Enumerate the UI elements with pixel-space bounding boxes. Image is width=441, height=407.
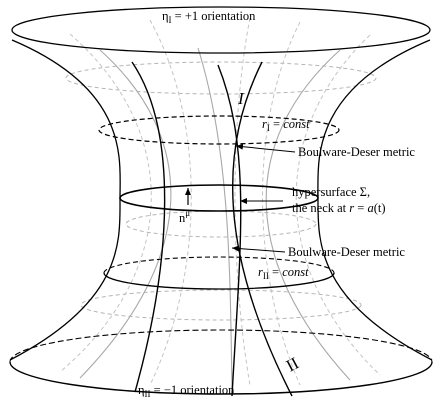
- dashed-meridian-5: [59, 33, 152, 373]
- gray-meridian-1: [79, 49, 172, 379]
- r-two-const-ring-front: [103, 272, 335, 290]
- bottom-rim-back: [9, 329, 433, 363]
- dashed-meridian-1: [149, 19, 192, 386]
- dashed-meridian-3: [262, 21, 301, 386]
- r-two-const-ring-back: [103, 256, 335, 274]
- dashed-ring-3: [80, 289, 362, 321]
- dashed-meridian-2: [234, 17, 251, 386]
- neck-ring: [119, 184, 319, 212]
- background-dashed-rings: [65, 61, 377, 321]
- r-one-const-ring: [98, 115, 340, 145]
- background-dashed-meridians: [59, 17, 381, 386]
- r-one-const-label: rI = const: [262, 117, 310, 133]
- top-orientation-label: ηI = +1 orientation: [162, 9, 256, 25]
- top-rim: [11, 6, 431, 54]
- dashed-ring-1: [65, 61, 377, 95]
- meridian-left: [131, 61, 166, 393]
- background-gray-meridians: [79, 47, 351, 389]
- hypersurface-label: hypersurface Σ,: [292, 185, 370, 199]
- lower-metric-label: Boulware-Deser metric: [288, 245, 405, 259]
- dashed-ring-2: [125, 210, 317, 238]
- r-two-const-label: rII = const: [258, 265, 309, 281]
- bottom-rim-front: [9, 361, 433, 395]
- right-profile: [317, 39, 433, 361]
- normal-label: nμ: [179, 208, 190, 225]
- gray-meridian-3: [197, 47, 233, 389]
- upper-metric-arrow: [235, 143, 296, 153]
- outer-profile: [9, 39, 433, 361]
- neck-label: the neck at r = a(t): [292, 201, 386, 215]
- bottom-orientation-label: ηII = −1 orientation: [138, 383, 235, 399]
- region-one-label: I: [237, 89, 245, 108]
- front-meridians: [131, 61, 293, 397]
- meridian-right: [217, 64, 242, 397]
- gray-meridian-2: [265, 49, 351, 381]
- lower-metric-arrow: [231, 245, 286, 253]
- region-two-label: II: [283, 353, 302, 375]
- upper-metric-label: Boulware-Deser metric: [298, 145, 415, 159]
- meridian-far-right: [232, 61, 293, 397]
